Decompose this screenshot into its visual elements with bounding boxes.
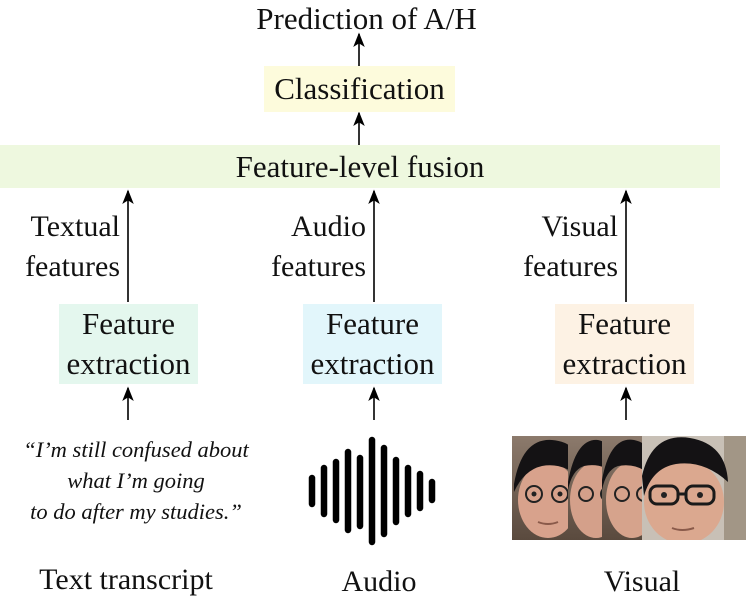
visual-label: Visual [603,565,681,598]
frame-4 [642,436,746,540]
face-video-frames [512,436,746,540]
audio-features-label: Audio features [271,210,366,283]
fusion-bar: Feature-level fusion [0,145,720,188]
audio-box-line1: Feature [326,306,419,341]
classification-box: Classification [264,66,455,112]
audio-feature-extraction-box: Feature extraction [303,304,442,384]
waveform-icon [308,436,436,546]
text-box-line2: extraction [66,346,191,381]
classification-label: Classification [274,71,445,106]
text-transcript-label: Text transcript [39,563,213,596]
fusion-label: Feature-level fusion [235,148,485,184]
visual-features-label: Visual features [523,210,618,283]
visual-box-line2: extraction [562,346,687,381]
textual-features-label: Textual features [25,210,120,283]
audio-label: Audio [341,565,417,598]
visual-box-line1: Feature [578,306,671,341]
audio-box-line2: extraction [310,346,435,381]
visual-feature-extraction-box: Feature extraction [555,304,694,384]
text-feature-extraction-box: Feature extraction [59,304,198,384]
transcript-quote: “I’m still confused about what I’m going… [23,437,249,524]
prediction-title: Prediction of A/H [256,1,477,36]
text-box-line1: Feature [82,306,175,341]
